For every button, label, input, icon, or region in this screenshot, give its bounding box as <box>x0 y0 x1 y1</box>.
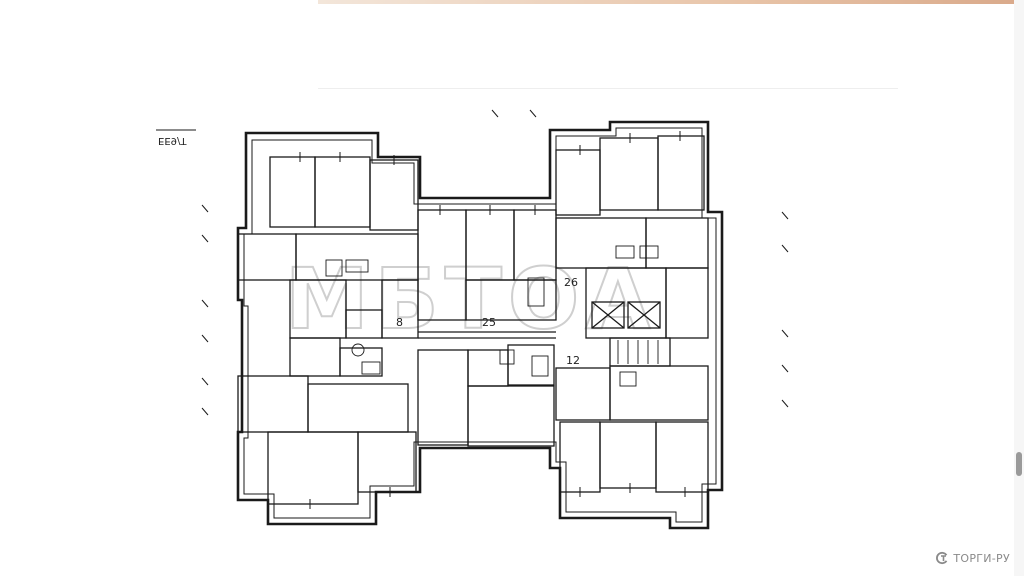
room-number-shaft-left: 25 <box>482 316 496 329</box>
floor-plan: ЕЕ9/Т МБТОА <box>156 109 789 530</box>
brand-name: ТОРГИ-РУ <box>953 551 1010 565</box>
plan-code: ЕЕ9/Т <box>158 135 187 146</box>
scrollbar-thumb[interactable] <box>1016 452 1022 476</box>
brand-watermark: ТОРГИ-РУ <box>935 551 1010 565</box>
room-number-stair-b: 12 <box>566 354 580 367</box>
torgi-logo-icon <box>936 551 948 565</box>
room-number-shaft-right: 26 <box>564 276 578 289</box>
scrollbar-track[interactable] <box>1014 0 1024 576</box>
top-divider <box>318 88 898 89</box>
top-image-strip <box>318 0 1024 4</box>
watermark: МБТОА <box>285 250 656 348</box>
room-number-stair-a: 8 <box>396 316 403 329</box>
